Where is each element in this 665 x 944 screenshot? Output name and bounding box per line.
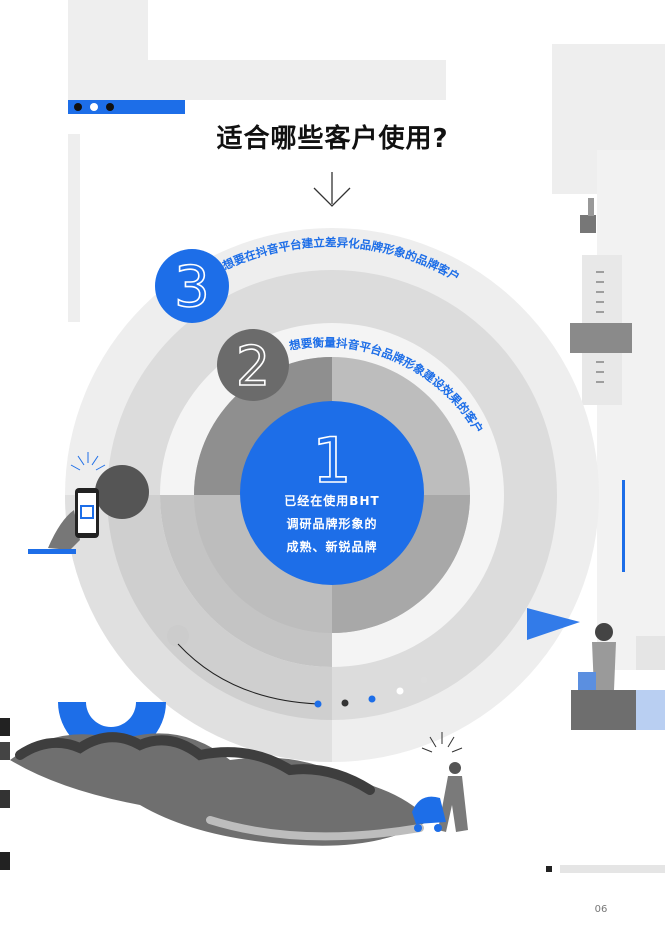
dot [106, 103, 114, 111]
footer-square [546, 866, 552, 872]
figure-small [580, 198, 596, 233]
progress-dot [314, 700, 322, 708]
landscape-shrubs [15, 732, 375, 795]
edge-square [0, 790, 10, 808]
phone-icon [75, 488, 99, 538]
edge-square [0, 718, 10, 736]
level-1-line-3: 成熟、新锐品牌 [286, 539, 377, 554]
page-title: 适合哪些客户使用? [216, 124, 449, 154]
blue-cone [527, 608, 580, 640]
progress-dot [396, 687, 404, 695]
level-3-badge [155, 249, 229, 323]
level-2-badge [217, 329, 289, 401]
sparkle-icon [70, 452, 106, 471]
down-arrow-icon [313, 172, 351, 207]
blue-square-right [636, 690, 665, 730]
progress-dot [420, 676, 428, 684]
level-1-line-2: 调研品牌形象的 [286, 516, 377, 531]
edge-square [0, 742, 10, 760]
bg-bar-left [68, 134, 80, 322]
gray-square-right [636, 636, 665, 670]
level-3-number: 3 [174, 255, 210, 320]
dot [74, 103, 82, 111]
stroller-figure [412, 762, 468, 832]
progress-dot [341, 699, 349, 707]
bg-block-top-wide [68, 60, 446, 100]
woman-figure [578, 623, 616, 692]
rocky-strip [570, 323, 632, 353]
hand-shape [48, 510, 80, 550]
dots-bar [68, 100, 185, 114]
landscape-island [10, 733, 430, 846]
landscape-rocks [206, 816, 424, 841]
connector-start-dot [167, 625, 189, 647]
sparkle-icon [421, 732, 463, 753]
dot [90, 103, 98, 111]
footer-bar [560, 865, 665, 873]
level-1-number: 1 [312, 424, 351, 497]
bg-block-right-lower [597, 150, 665, 670]
texture-circle [95, 465, 149, 519]
level-1-line-1: 已经在使用BHT [284, 493, 379, 508]
connector-line [177, 643, 319, 705]
page-number: 06 [594, 904, 608, 915]
level-1-circle [240, 401, 424, 585]
blue-accent-bar-left [28, 549, 76, 554]
edge-square [0, 852, 10, 870]
level-2-number: 2 [236, 335, 270, 398]
progress-dot [368, 695, 376, 703]
blue-accent-line-right [622, 480, 625, 572]
